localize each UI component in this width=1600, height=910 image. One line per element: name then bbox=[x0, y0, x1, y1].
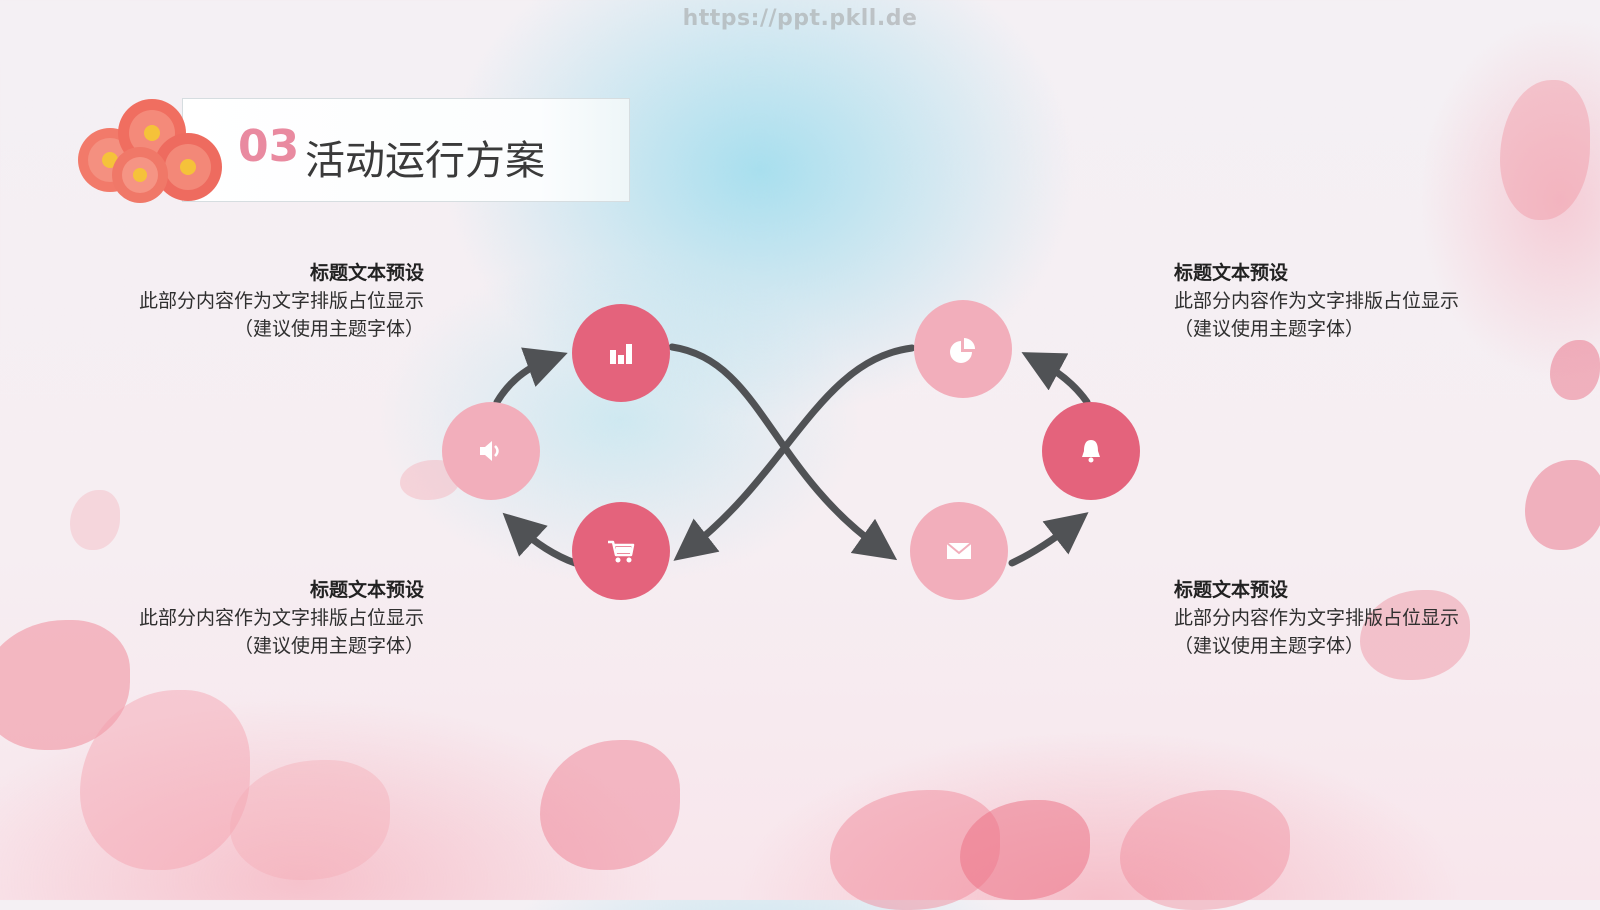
block-body: 此部分内容作为文字排版占位显示 bbox=[1174, 604, 1534, 632]
text-block-bottom-right: 标题文本预设 此部分内容作为文字排版占位显示 （建议使用主题字体） bbox=[1174, 576, 1534, 660]
block-body: 此部分内容作为文字排版占位显示 bbox=[1174, 287, 1534, 315]
block-note: （建议使用主题字体） bbox=[1174, 315, 1534, 343]
text-block-top-right: 标题文本预设 此部分内容作为文字排版占位显示 （建议使用主题字体） bbox=[1174, 259, 1534, 343]
block-body: 此部分内容作为文字排版占位显示 bbox=[64, 604, 424, 632]
shopping-cart-icon bbox=[604, 534, 638, 568]
short-arrow bbox=[497, 360, 548, 402]
block-note: （建议使用主题字体） bbox=[64, 315, 424, 343]
short-arrow bbox=[518, 527, 575, 563]
block-body: 此部分内容作为文字排版占位显示 bbox=[64, 287, 424, 315]
text-block-bottom-left: 标题文本预设 此部分内容作为文字排版占位显示 （建议使用主题字体） bbox=[64, 576, 424, 660]
block-heading: 标题文本预设 bbox=[64, 259, 424, 287]
block-heading: 标题文本预设 bbox=[1174, 259, 1534, 287]
node-shopping-cart bbox=[572, 502, 670, 600]
block-note: （建议使用主题字体） bbox=[1174, 632, 1534, 660]
node-speaker bbox=[442, 402, 540, 500]
short-arrow bbox=[1012, 525, 1072, 563]
text-block-top-left: 标题文本预设 此部分内容作为文字排版占位显示 （建议使用主题字体） bbox=[64, 259, 424, 343]
curve-arrow bbox=[690, 348, 912, 548]
short-arrow bbox=[1040, 362, 1087, 402]
mail-icon bbox=[942, 534, 976, 568]
bar-chart-icon bbox=[604, 336, 638, 370]
block-heading: 标题文本预设 bbox=[64, 576, 424, 604]
node-mail bbox=[910, 502, 1008, 600]
block-heading: 标题文本预设 bbox=[1174, 576, 1534, 604]
node-bar-chart bbox=[572, 304, 670, 402]
node-bell bbox=[1042, 402, 1140, 500]
pie-chart-icon bbox=[946, 332, 980, 366]
block-note: （建议使用主题字体） bbox=[64, 632, 424, 660]
speaker-icon bbox=[474, 434, 508, 468]
bell-icon bbox=[1074, 434, 1108, 468]
node-pie-chart bbox=[914, 300, 1012, 398]
